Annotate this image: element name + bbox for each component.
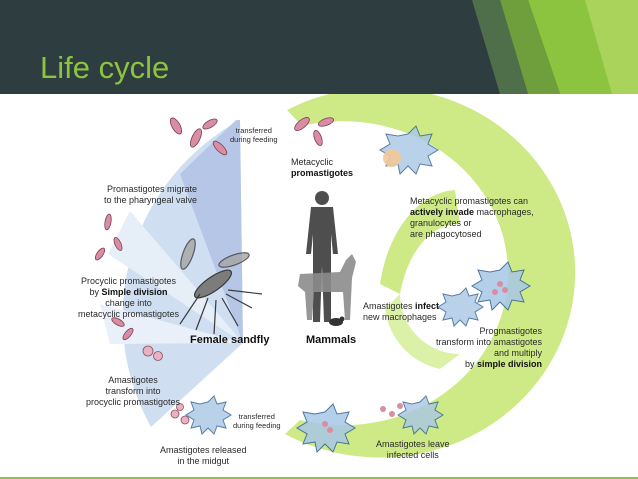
sandfly-icon	[179, 238, 263, 335]
released-label: Amastigotes released in the midgut	[160, 445, 247, 466]
procyclic-label: Procyclic promastigotes by Simple divisi…	[78, 276, 180, 319]
sandfly-arc-top-band	[180, 120, 243, 343]
amastigotes-transform-label: Amastigotes transform into procyclic pro…	[86, 375, 181, 407]
mouse-silhouette-icon	[329, 316, 345, 326]
promastigote-parasite-icon	[94, 117, 335, 341]
infect-label: Amastigotes infect new macrophages	[363, 301, 440, 322]
progmastigotes-label: Progmastigotes transform into amastigote…	[436, 326, 543, 369]
human-silhouette-icon	[306, 191, 338, 322]
sandfly-arc-mid-band	[108, 211, 243, 343]
decorative-stripes	[472, 0, 638, 94]
migrate-label: Promastigotes migrate to the pharyngeal …	[104, 184, 198, 205]
invade-label: Metacyclic promastigotes can actively in…	[410, 196, 534, 239]
sandfly-arc-low-band	[100, 304, 243, 344]
leave-label: Amastigotes leave infected cells	[376, 439, 450, 460]
page-title: Life cycle	[40, 50, 170, 85]
mammal-arc-inner	[380, 190, 460, 294]
transferred-top-label: transferred during feeding	[230, 126, 278, 144]
female-sandfly-label: Female sandfly	[190, 334, 270, 346]
life-cycle-diagram	[94, 94, 576, 458]
transferred-bottom-label: transferred during feeding	[233, 412, 281, 430]
mammal-arc-tail	[385, 294, 460, 369]
metacyclic-label: Metacyclic promastigotes	[291, 157, 354, 178]
mammals-label: Mammals	[306, 334, 357, 346]
mammal-cycle-arc	[285, 94, 576, 458]
amastigote-cluster-icon	[142, 345, 190, 425]
slide-header: Life cycle	[0, 0, 638, 94]
dog-silhouette-icon	[298, 254, 356, 320]
bottom-accent-line	[0, 477, 638, 479]
